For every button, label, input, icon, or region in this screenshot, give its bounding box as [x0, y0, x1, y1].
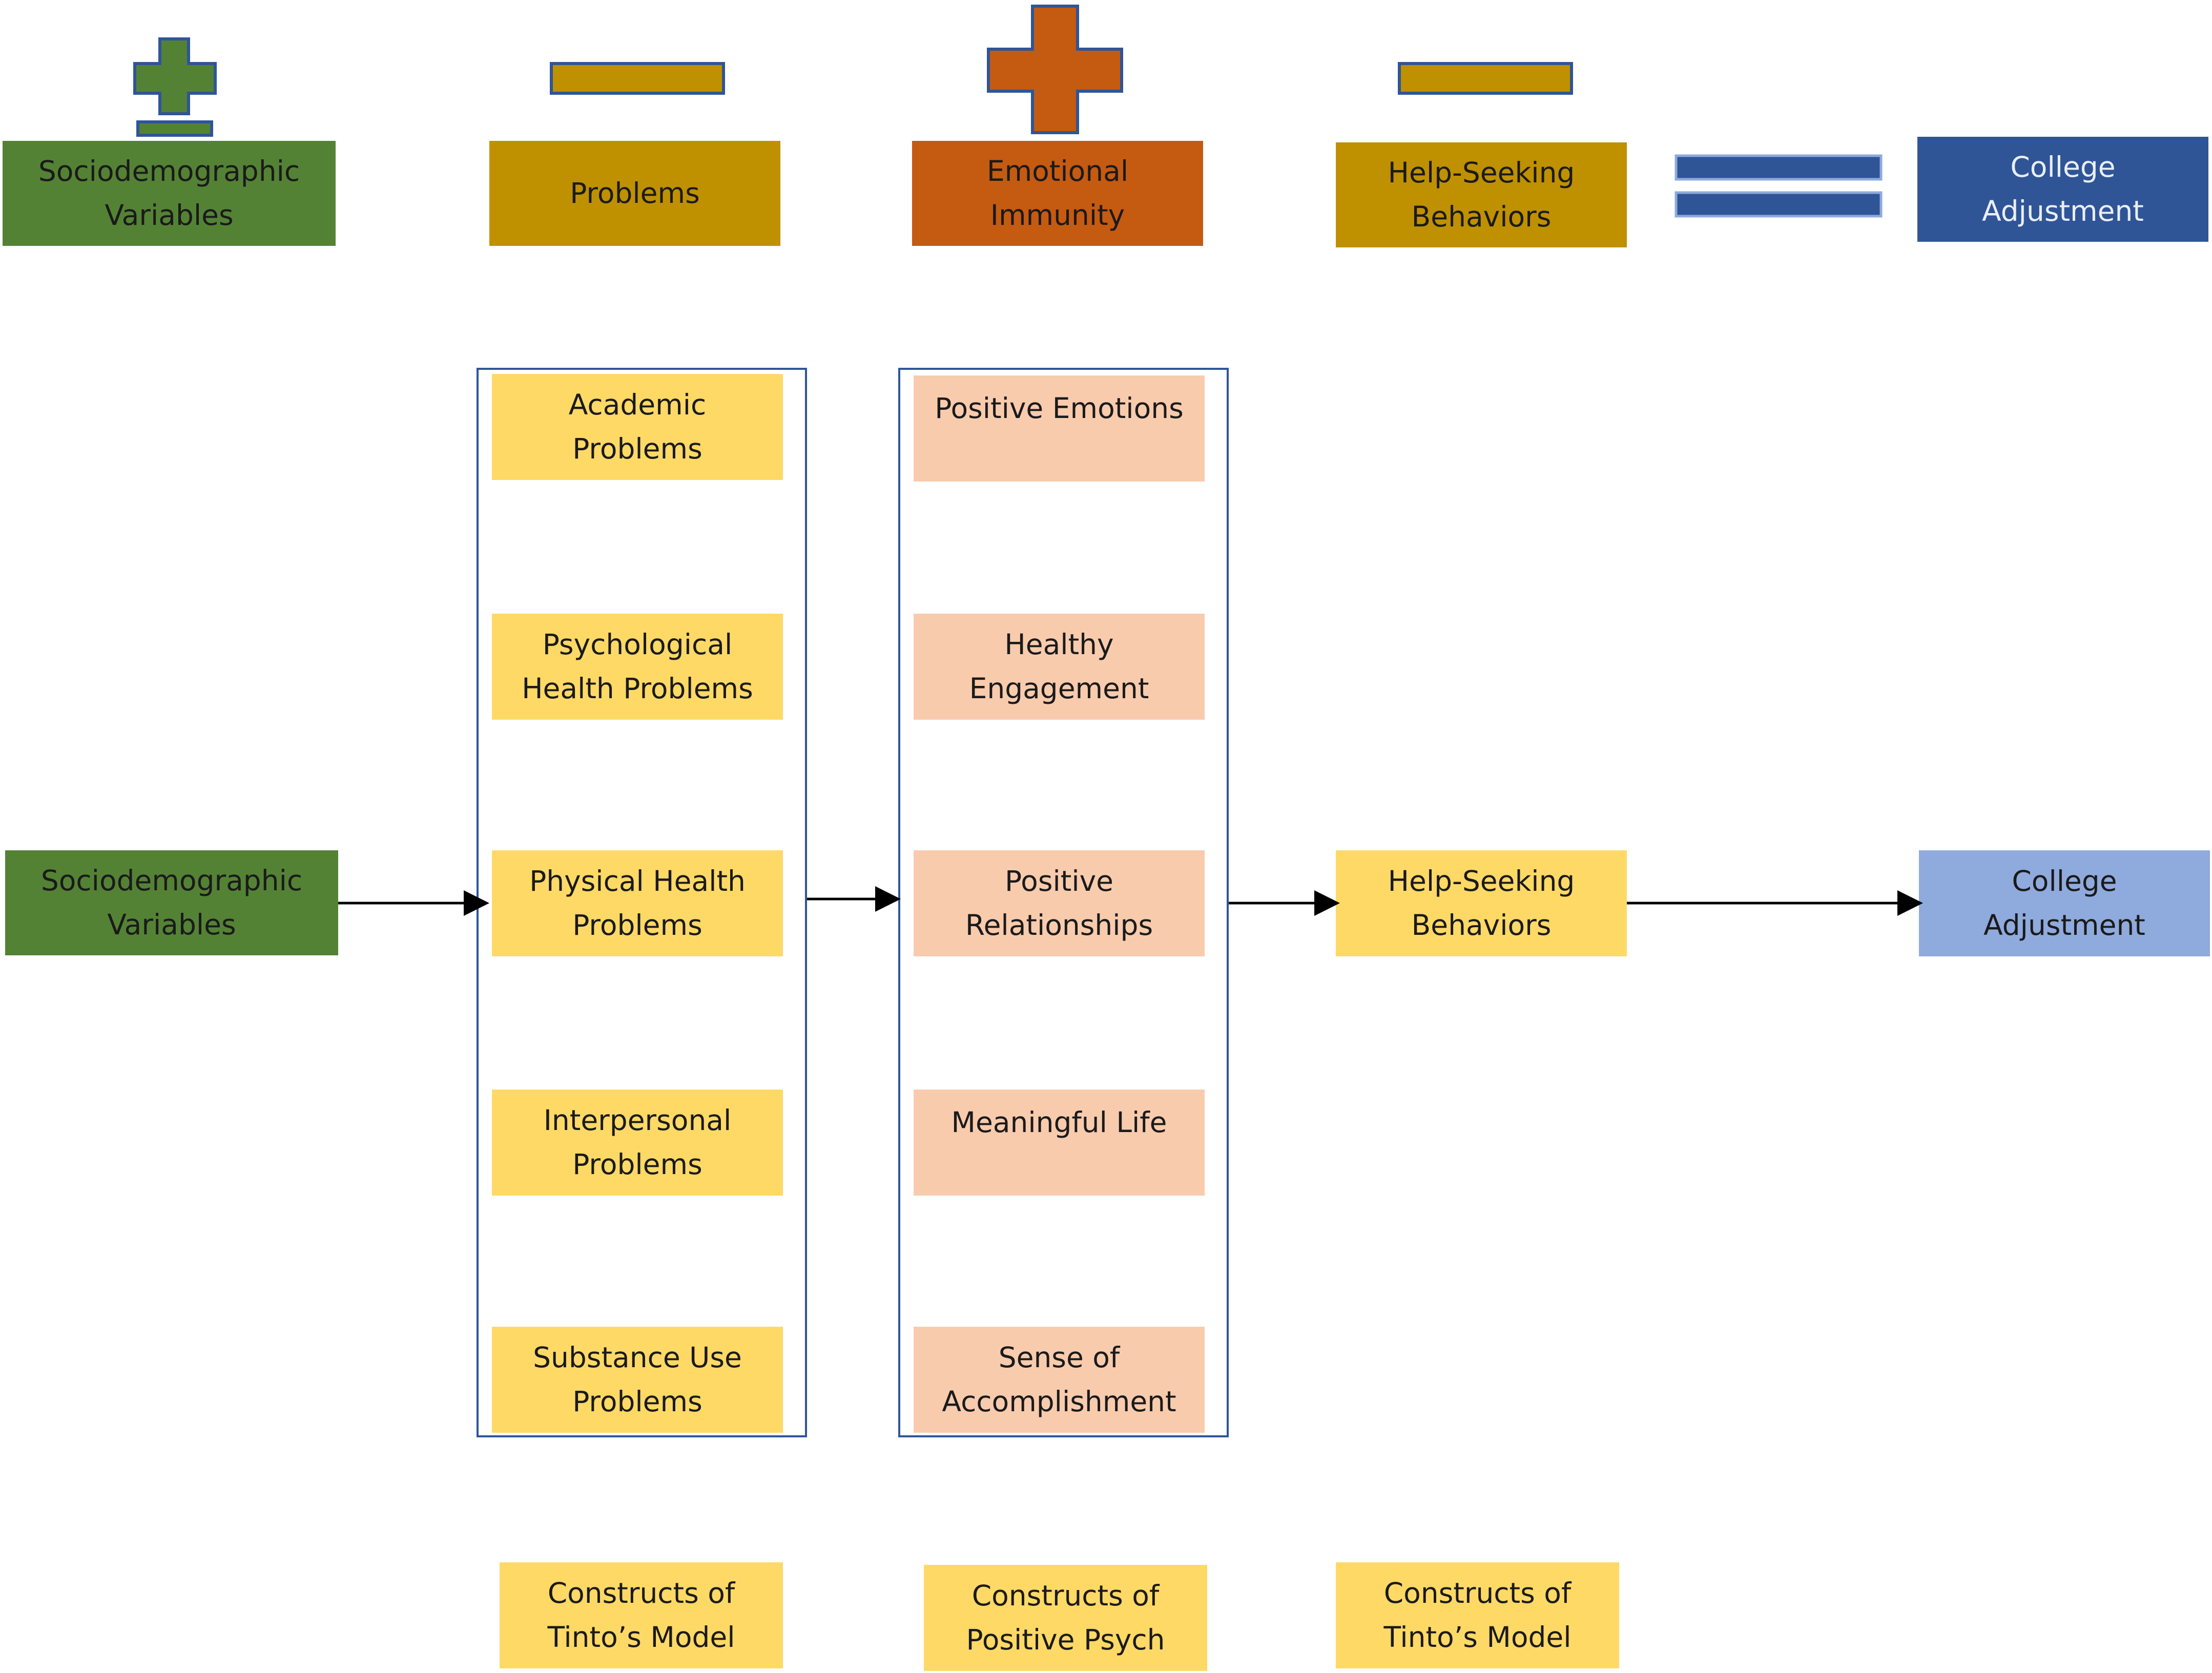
positive-relationships-node: Positive Relationships: [914, 850, 1205, 956]
equation-college-adjustment: College Adjustment: [1917, 137, 2208, 242]
plus-icon: [987, 5, 1123, 134]
substance-use-problems-node: Substance Use Problems: [492, 1327, 783, 1433]
constructs-tinto-model-label: Constructs of Tinto’s Model: [1336, 1562, 1619, 1668]
equation-help-seeking-behaviors: Help-Seeking Behaviors: [1336, 142, 1627, 247]
sense-of-accomplishment-node: Sense of Accomplishment: [914, 1327, 1205, 1433]
meaningful-life-node: Meaningful Life: [914, 1090, 1205, 1196]
minus-icon: [1398, 62, 1573, 95]
constructs-tinto-model-label: Constructs of Tinto’s Model: [500, 1562, 783, 1668]
equation-sociodemographic-variables: Sociodemographic Variables: [3, 141, 336, 246]
help-seeking-behaviors-node: Help-Seeking Behaviors: [1336, 850, 1627, 956]
healthy-engagement-node: Healthy Engagement: [914, 614, 1205, 720]
constructs-positive-psych-label: Constructs of Positive Psych: [924, 1565, 1207, 1671]
equals-icon: [1674, 154, 1883, 218]
minus-icon: [550, 62, 725, 95]
equation-problems: Problems: [489, 141, 780, 246]
academic-problems-node: Academic Problems: [492, 374, 783, 480]
college-adjustment-node: College Adjustment: [1919, 850, 2210, 956]
interpersonal-problems-node: Interpersonal Problems: [492, 1090, 783, 1196]
psychological-health-problems-node: Psychological Health Problems: [492, 614, 783, 720]
positive-emotions-node: Positive Emotions: [914, 375, 1205, 482]
equation-emotional-immunity: Emotional Immunity: [912, 141, 1203, 246]
plus-minus-icon: [133, 37, 217, 137]
sociodemographic-variables-node: Sociodemographic Variables: [5, 850, 338, 955]
physical-health-problems-node: Physical Health Problems: [492, 850, 783, 956]
